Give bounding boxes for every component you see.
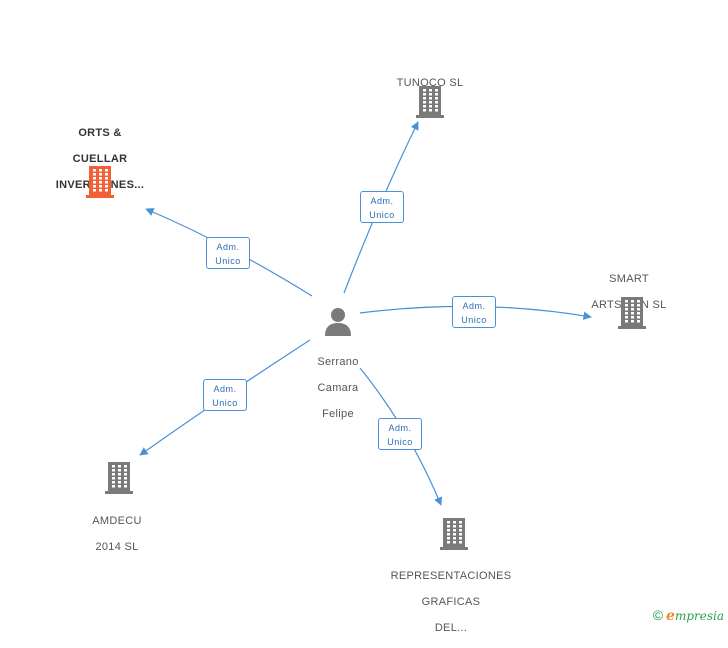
building-icon[interactable] (84, 164, 116, 203)
company-name-line: 2014 SL (95, 541, 139, 553)
copyright-symbol: © (652, 607, 664, 623)
edge-label-line: Adm. (216, 242, 240, 252)
building-icon[interactable] (438, 516, 470, 555)
edge-label-line: Adm. (213, 384, 237, 394)
edge-label-smart[interactable]: Adm. Unico (452, 296, 496, 328)
edge-label-line: Adm. (388, 423, 412, 433)
company-name-representaciones[interactable]: REPRESENTACIONES GRAFICAS DEL... (385, 557, 517, 648)
company-name-line: ORTS & (78, 127, 122, 139)
brand-logo: empresia (666, 608, 724, 624)
brand-initial: e (666, 608, 675, 624)
company-name-line: REPRESENTACIONES (390, 570, 512, 582)
edge-label-representaciones[interactable]: Adm. Unico (378, 418, 422, 450)
person-name[interactable]: Serrano Camara Felipe (296, 343, 380, 434)
person-name-line: Camara (317, 382, 359, 394)
company-name-line: CUELLAR (72, 153, 128, 165)
company-name-line: DEL... (434, 622, 468, 634)
footer-brand[interactable]: ©empresia (653, 607, 724, 624)
building-icon[interactable] (414, 84, 446, 123)
person-icon[interactable] (323, 306, 353, 341)
company-name-line: SMART (609, 273, 649, 285)
person-name-line: Felipe (322, 408, 354, 420)
edge-label-amdecu[interactable]: Adm. Unico (203, 379, 247, 411)
person-name-line: Serrano (317, 356, 359, 368)
edge-label-line: Unico (369, 210, 395, 220)
company-name-line: AMDECU (92, 515, 142, 527)
building-icon[interactable] (616, 295, 648, 334)
edge-label-line: Adm. (370, 196, 394, 206)
edge-label-line: Unico (215, 256, 241, 266)
edge-label-line: Unico (461, 315, 487, 325)
edge-label-line: Adm. (462, 301, 486, 311)
brand-rest: mpresia (674, 609, 724, 623)
company-name-amdecu[interactable]: AMDECU 2014 SL (62, 502, 172, 567)
building-icon[interactable] (103, 460, 135, 499)
edge-label-line: Unico (387, 437, 413, 447)
edge-label-line: Unico (212, 398, 238, 408)
company-name-line: GRAFICAS (421, 596, 481, 608)
edge-label-tunoco[interactable]: Adm. Unico (360, 191, 404, 223)
edge-label-orts[interactable]: Adm. Unico (206, 237, 250, 269)
